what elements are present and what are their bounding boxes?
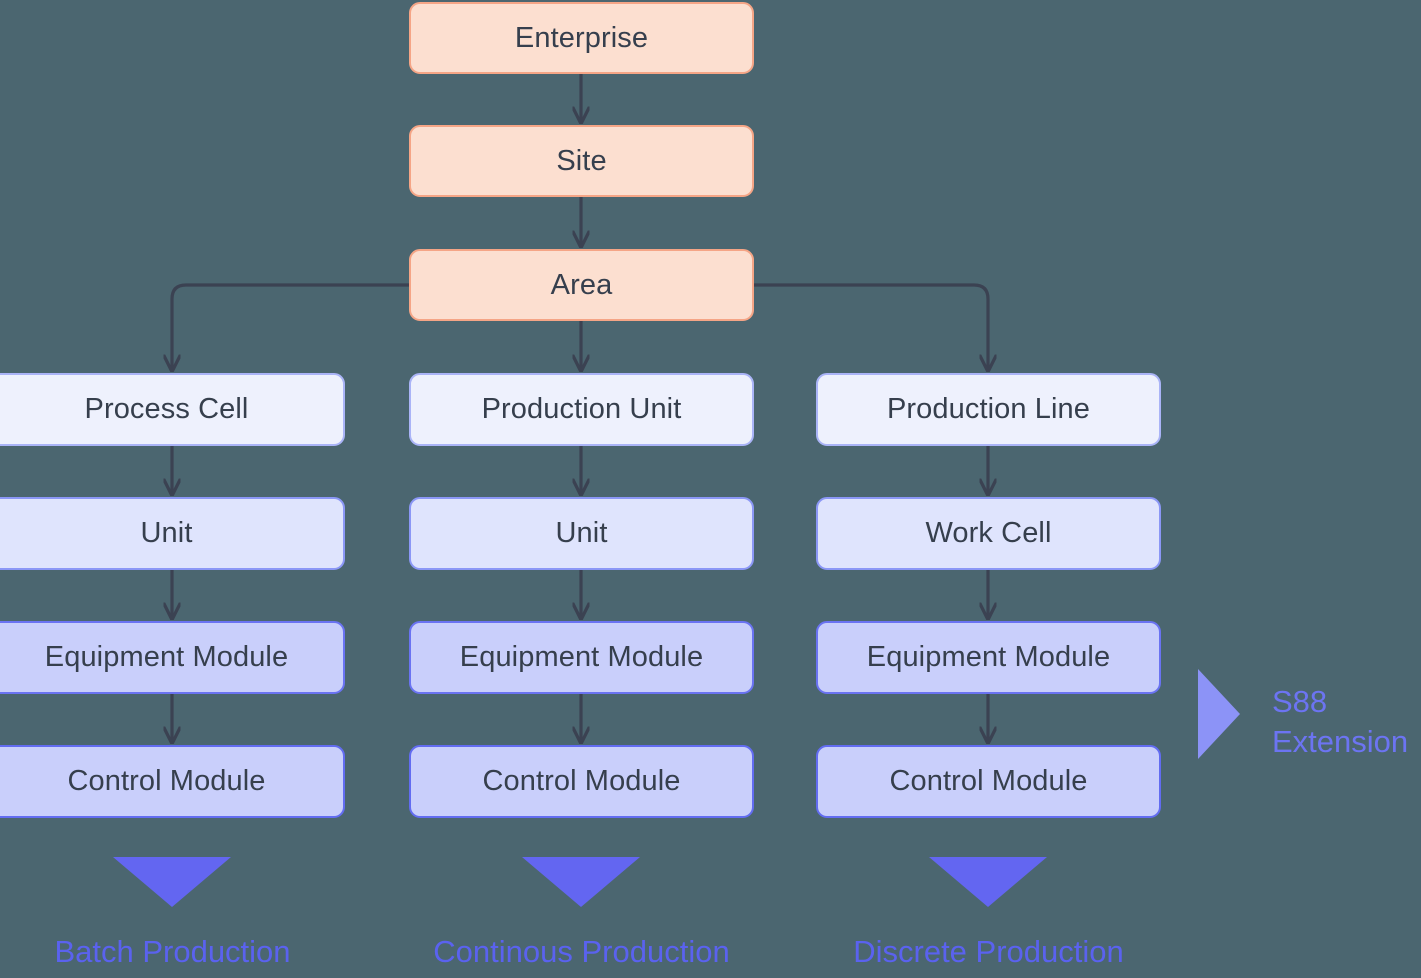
s88-extension-line2: Extension bbox=[1272, 723, 1409, 759]
node-process-cell[interactable]: Process Cell bbox=[0, 373, 345, 446]
outcome-label-batch: Batch Production bbox=[54, 934, 291, 969]
node-unit-batch[interactable]: Unit bbox=[0, 497, 345, 570]
node-production-line[interactable]: Production Line bbox=[816, 373, 1161, 446]
down-triangle-icon-discrete bbox=[929, 857, 1047, 907]
connector-area-process-cell bbox=[172, 283, 411, 369]
node-equipment-module-continuous[interactable]: Equipment Module bbox=[409, 621, 754, 694]
node-site[interactable]: Site bbox=[409, 125, 754, 197]
node-unit-continuous[interactable]: Unit bbox=[409, 497, 754, 570]
right-triangle-icon-s88 bbox=[1198, 669, 1240, 759]
connector-area-production-line bbox=[752, 283, 988, 369]
s88-extension-line1: S88 bbox=[1272, 684, 1328, 719]
s88-extension-label: S88 Extension bbox=[1272, 682, 1408, 761]
node-production-unit[interactable]: Production Unit bbox=[409, 373, 754, 446]
node-control-module-batch[interactable]: Control Module bbox=[0, 745, 345, 818]
down-triangle-icon-batch bbox=[113, 857, 231, 907]
outcome-label-discrete: Discrete Production bbox=[853, 934, 1124, 969]
node-enterprise[interactable]: Enterprise bbox=[409, 2, 754, 74]
node-control-module-continuous[interactable]: Control Module bbox=[409, 745, 754, 818]
node-equipment-module-discrete[interactable]: Equipment Module bbox=[816, 621, 1161, 694]
node-equipment-module-batch[interactable]: Equipment Module bbox=[0, 621, 345, 694]
node-work-cell[interactable]: Work Cell bbox=[816, 497, 1161, 570]
node-area[interactable]: Area bbox=[409, 249, 754, 321]
node-control-module-discrete[interactable]: Control Module bbox=[816, 745, 1161, 818]
down-triangle-icon-continuous bbox=[522, 857, 640, 907]
outcome-label-continuous: Continous Production bbox=[433, 934, 730, 969]
